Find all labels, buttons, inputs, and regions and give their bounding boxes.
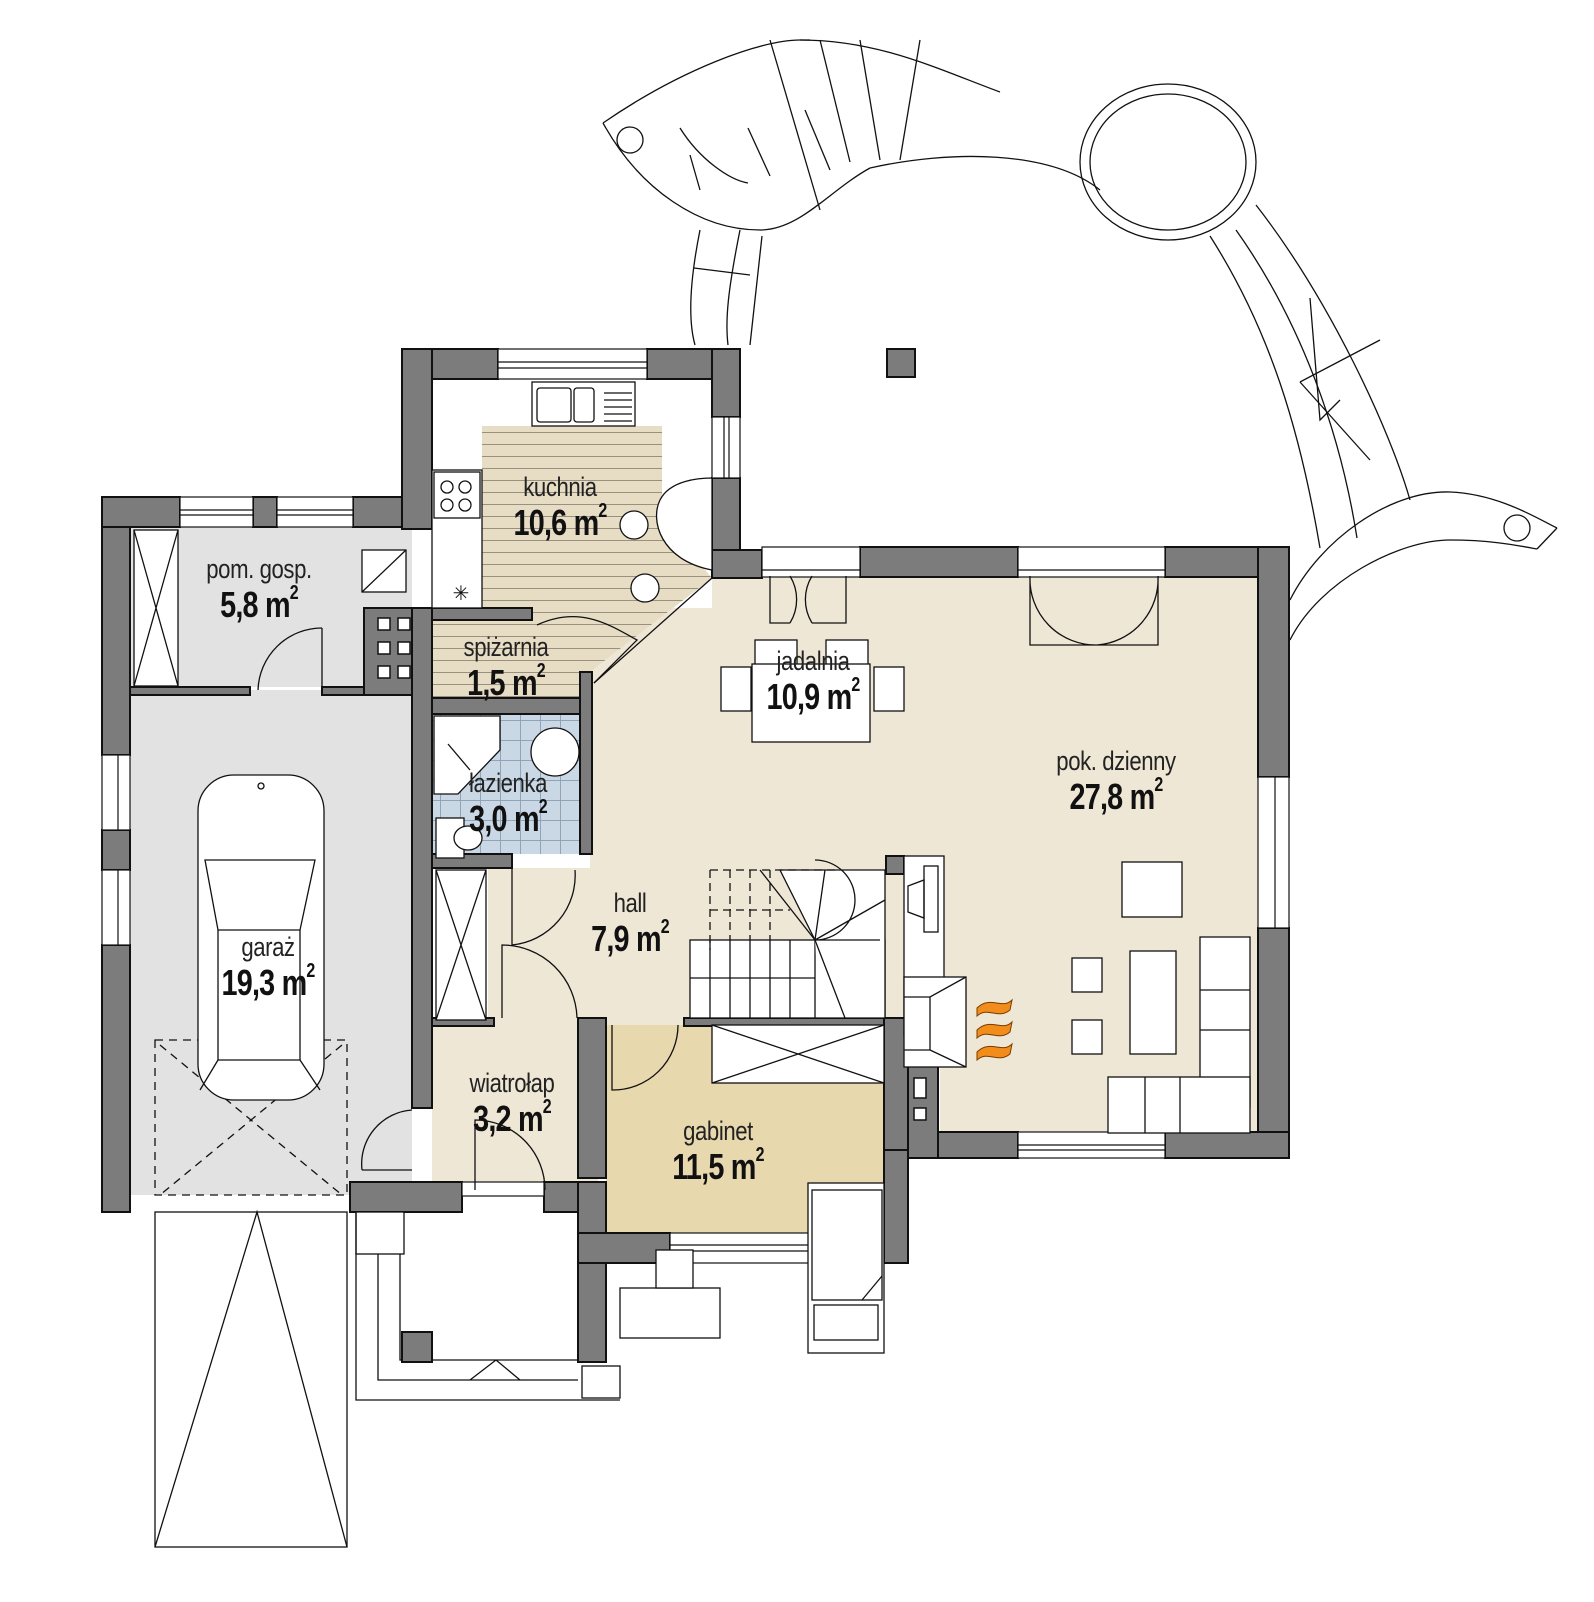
terrace [602,39,1558,641]
svg-text:✳: ✳ [453,581,470,605]
room-name: pok. dzienny [1056,746,1176,776]
room-label-pok-dzienny: pok. dzienny 27,8 m2 [1043,748,1189,815]
room-label-pom-gosp: pom. gosp. 5,8 m2 [195,556,324,623]
walls [101,348,1290,1363]
room-name: kuchnia [523,472,597,502]
terrace-column [886,348,916,378]
room-label-wiatrolap: wiatrołap 3,2 m2 [460,1070,564,1137]
room-area: 27,8 m2 [1069,774,1164,817]
room-name: wiatrołap [469,1068,555,1098]
room-area: 1,5 m2 [467,660,546,703]
room-name: spiżarnia [463,632,549,662]
room-name: gabinet [683,1116,753,1146]
windows [101,348,1290,1264]
porch-column [401,1331,433,1363]
room-name: garaż [241,932,295,962]
room-area: 19,3 m2 [221,960,316,1003]
room-area: 5,8 m2 [220,582,299,625]
room-area: 7,9 m2 [591,916,670,959]
room-label-spizarnia: spiżarnia 1,5 m2 [454,634,558,701]
fixtures: ✳ [133,381,1251,1548]
room-label-jadalnia: jadalnia 10,9 m2 [755,648,871,715]
fireplace-flame-icon [976,998,1013,1062]
room-area: 11,5 m2 [672,1144,764,1187]
room-area: 3,2 m2 [473,1096,552,1139]
room-area: 10,6 m2 [513,500,608,543]
room-name: łazienka [469,768,547,798]
room-area: 3,0 m2 [469,796,548,839]
room-label-kuchnia: kuchnia 10,6 m2 [502,474,618,541]
room-name: hall [613,888,647,918]
room-label-garaz: garaż 19,3 m2 [210,934,326,1001]
room-label-hall: hall 7,9 m2 [581,890,678,957]
room-label-gabinet: gabinet 11,5 m2 [661,1118,775,1185]
room-name: jadalnia [776,646,850,676]
room-area: 10,9 m2 [766,674,861,717]
room-name: pom. gosp. [206,554,312,584]
room-label-lazienka: łazienka 3,0 m2 [459,770,556,837]
